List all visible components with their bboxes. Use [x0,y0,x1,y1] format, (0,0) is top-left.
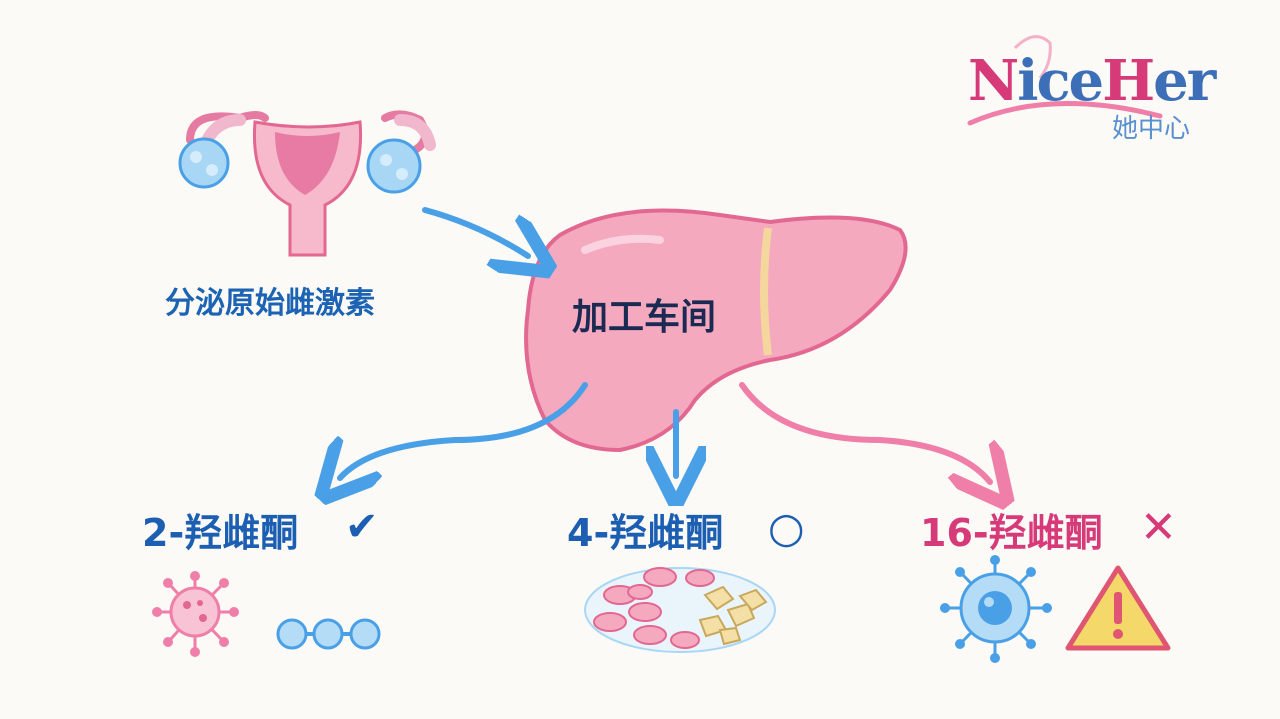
warning-icon [1065,565,1171,651]
ovary-label: 分泌原始雌激素 [165,286,375,321]
liver-icon [524,208,908,453]
cell-cluster-icon [584,567,776,653]
brand-name-en: NiceHer [968,48,1216,114]
arrow-ovary-to-liver [422,207,528,256]
brand-logo: NiceHer 她中心 [960,28,1250,148]
outcome-16-hydroxyestrone-label: 16-羟雌酮 [920,511,1103,555]
outcome-4-hydroxyestrone-label: 4-羟雌酮 [567,511,724,555]
pink-virus-icon [152,571,239,657]
immune-cell-icon [940,555,1052,663]
arrow-liver-to-out1 [340,382,588,478]
outcome-2-hydroxyestrone-label: 2-羟雌酮 [142,511,299,555]
brand-name-cn: 她中心 [1112,114,1191,144]
molecule-icon [276,618,381,650]
arrow-liver-to-out3 [739,382,990,482]
check-icon: ✔ [345,504,379,550]
logo-swoosh-icon [967,35,1163,126]
cross-icon: ✕ [1140,502,1177,553]
circle-icon: ○ [768,503,805,552]
liver-label: 加工车间 [572,297,717,338]
uterus-ovaries-icon [178,110,436,257]
